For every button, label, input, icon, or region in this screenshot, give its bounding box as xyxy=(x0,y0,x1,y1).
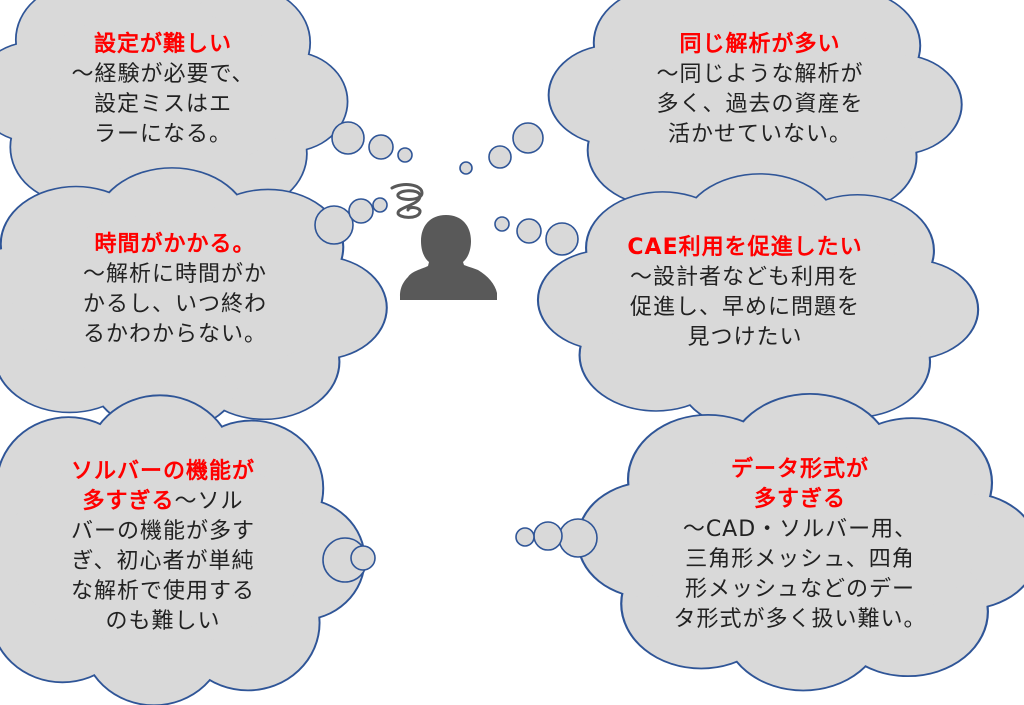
cloud-line: 設定ミスはエ xyxy=(93,92,232,117)
thought-bubble xyxy=(397,147,413,163)
cloud-title: 時間がかかる。 xyxy=(94,232,256,257)
cloud-time-consuming: 時間がかかる。 ～解析に時間がか かるし、いつ終わ るかわからない。 xyxy=(55,230,295,350)
cloud-title: 同じ解析が多い xyxy=(679,32,841,57)
thought-bubble xyxy=(512,122,544,154)
thought-bubble xyxy=(368,134,394,160)
cloud-line: るかわからない。 xyxy=(82,322,267,347)
person-silhouette-icon xyxy=(400,215,497,300)
cloud-line: タ形式が多く扱い難い。 xyxy=(673,607,927,632)
thought-bubble xyxy=(459,161,473,175)
thought-bubble xyxy=(558,518,598,558)
cloud-title: データ形式が xyxy=(730,457,869,482)
cloud-line: 形メッシュなどのデー xyxy=(684,577,915,602)
cloud-line: かるし、いつ終わ xyxy=(82,292,267,317)
thought-bubble xyxy=(331,121,365,155)
cloud-line: バーの機能が多す xyxy=(70,519,255,544)
cloud-same-analysis: 同じ解析が多い ～同じような解析が 多く、過去の資産を 活かせていない。 xyxy=(640,30,880,150)
cloud-line: 活かせていない。 xyxy=(667,122,852,147)
cloud-line: ぎ、初心者が単純 xyxy=(71,549,255,574)
cloud-line: 見つけたい xyxy=(687,325,803,350)
swirl-confusion-icon xyxy=(390,183,424,219)
cloud-line: ～CAD・ソルバー用、 xyxy=(682,517,918,542)
cloud-settings-difficult: 設定が難しい ～経験が必要で、 設定ミスはエ ラーになる。 xyxy=(58,30,268,150)
thought-bubble xyxy=(488,145,512,169)
cloud-line: ～経験が必要で、 xyxy=(71,62,255,87)
cloud-line: ～同じような解析が xyxy=(656,62,864,87)
cloud-line: な解析で使用する xyxy=(70,579,255,604)
thought-bubble xyxy=(314,205,354,245)
cloud-title: 多すぎる xyxy=(753,487,846,512)
cloud-line: 三角形メッシュ、四角 xyxy=(685,547,915,572)
thought-bubble xyxy=(533,521,563,551)
cloud-title: 多すぎる xyxy=(82,489,175,514)
thought-bubble xyxy=(350,545,376,571)
cloud-too-many-formats: データ形式が 多すぎる ～CAD・ソルバー用、 三角形メッシュ、四角 形メッシュ… xyxy=(660,455,940,635)
cloud-line: 多く、過去の資産を xyxy=(656,92,864,117)
cloud-title: CAE利用を促進したい xyxy=(627,235,863,260)
thought-bubble xyxy=(545,222,579,256)
cloud-promote-cae: CAE利用を促進したい ～設計者なども利用を 促進し、早めに問題を 見つけたい xyxy=(615,233,875,353)
thought-bubble xyxy=(348,198,374,224)
cloud-title: ソルバーの機能が xyxy=(70,459,255,484)
thought-bubble xyxy=(494,216,510,232)
cloud-line: 促進し、早めに問題を xyxy=(629,295,860,320)
cloud-line: ～ソル xyxy=(174,489,244,514)
cloud-too-many-functions: ソルバーの機能が 多すぎる～ソル バーの機能が多す ぎ、初心者が単純 な解析で使… xyxy=(48,457,278,637)
cloud-line: のも難しい xyxy=(105,609,221,634)
thought-bubble xyxy=(372,197,388,213)
cloud-line: ラーになる。 xyxy=(93,122,232,147)
thought-bubble xyxy=(516,218,542,244)
cloud-line: ～設計者なども利用を xyxy=(629,265,860,290)
cloud-title: 設定が難しい xyxy=(93,32,232,57)
thought-bubble xyxy=(515,527,535,547)
cloud-line: ～解析に時間がか xyxy=(82,262,267,287)
